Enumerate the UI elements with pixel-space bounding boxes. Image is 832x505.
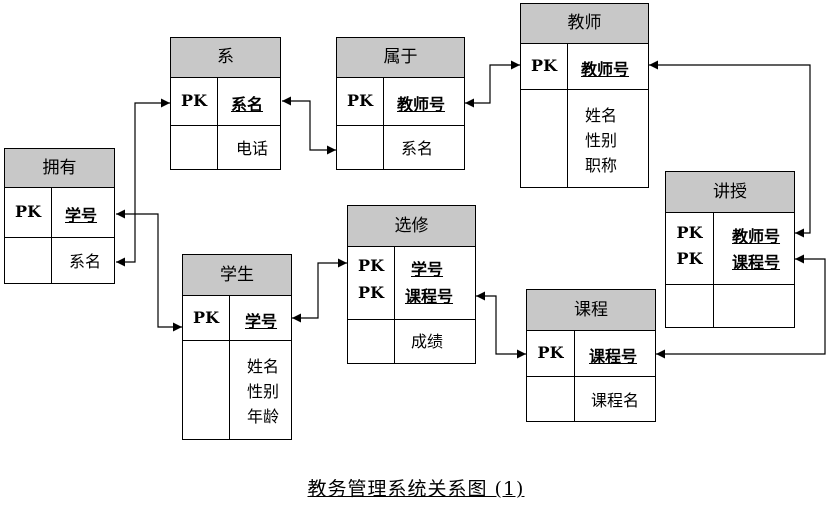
- primary-key: 学号: [65, 206, 98, 225]
- entity-jiaoshi: 教师 PK 教师号 姓名 性别 职称: [520, 3, 649, 188]
- attribute: 姓名: [585, 106, 618, 125]
- link-jiaoshi-jiangshou: [649, 60, 811, 238]
- entity-xuesheng: 学生 PK 学号 姓名 性别 年龄: [182, 254, 292, 440]
- link-kecheng-jiangshou: [656, 254, 826, 359]
- attribute: 电话: [236, 139, 269, 158]
- entity-title: 课程: [527, 290, 655, 331]
- pk-label: PK: [676, 223, 703, 242]
- attribute: 性别: [247, 382, 280, 401]
- primary-key: 课程号: [732, 253, 781, 272]
- primary-key: 教师号: [732, 227, 781, 246]
- primary-key: 学号: [411, 260, 444, 279]
- entity-jiangshou: 讲授 PK PK 教师号 课程号: [665, 171, 795, 328]
- attribute: 年龄: [247, 407, 280, 426]
- pk-label: PK: [358, 256, 384, 275]
- entity-yongyou: 拥有 PK 学号 系名: [4, 148, 115, 284]
- primary-key: 学号: [245, 312, 278, 331]
- entity-title: 学生: [183, 255, 291, 296]
- pk-label: PK: [193, 308, 219, 327]
- pk-label: PK: [347, 91, 373, 110]
- entity-title: 讲授: [666, 172, 794, 213]
- pk-label: PK: [531, 56, 557, 75]
- link-xuesheng-xuanxiu: [292, 258, 347, 323]
- entity-title: 属于: [337, 38, 464, 78]
- entity-shuyu: 属于 PK 教师号 系名: [336, 37, 465, 170]
- pk-label: PK: [537, 343, 564, 362]
- attribute: 性别: [585, 131, 618, 150]
- pk-label: PK: [358, 283, 384, 302]
- link-yongyou-xuesheng: [116, 209, 182, 332]
- link-xi-shuyu: [282, 96, 336, 155]
- primary-key: 系名: [231, 95, 264, 114]
- entity-title: 选修: [348, 206, 475, 247]
- primary-key: 课程号: [589, 347, 638, 366]
- link-shuyu-jiaoshi: [465, 60, 520, 108]
- pk-label: PK: [181, 91, 207, 110]
- link-yongyou-xi: [116, 98, 170, 267]
- entity-xi: 系 PK 系名 电话: [170, 37, 281, 170]
- attribute: 系名: [69, 252, 102, 271]
- pk-label: PK: [676, 249, 703, 268]
- attribute: 系名: [401, 139, 434, 158]
- primary-key: 教师号: [397, 95, 446, 114]
- primary-key: 课程号: [405, 287, 454, 306]
- entity-kecheng: 课程 PK 课程号 课程名: [526, 289, 656, 422]
- pk-label: PK: [15, 202, 41, 221]
- attribute: 姓名: [247, 357, 280, 376]
- entity-title: 系: [171, 38, 280, 78]
- entity-title: 教师: [521, 4, 648, 44]
- diagram-caption: 教务管理系统关系图 (1): [307, 478, 525, 500]
- primary-key: 教师号: [581, 60, 630, 79]
- attribute: 课程名: [591, 391, 640, 410]
- attribute: 职称: [585, 156, 618, 175]
- entity-xuanxiu: 选修 PK PK 学号 课程号 成绩: [347, 205, 476, 364]
- entity-title: 拥有: [5, 149, 114, 188]
- link-xuanxiu-kecheng: [476, 291, 526, 359]
- attribute: 成绩: [411, 332, 444, 351]
